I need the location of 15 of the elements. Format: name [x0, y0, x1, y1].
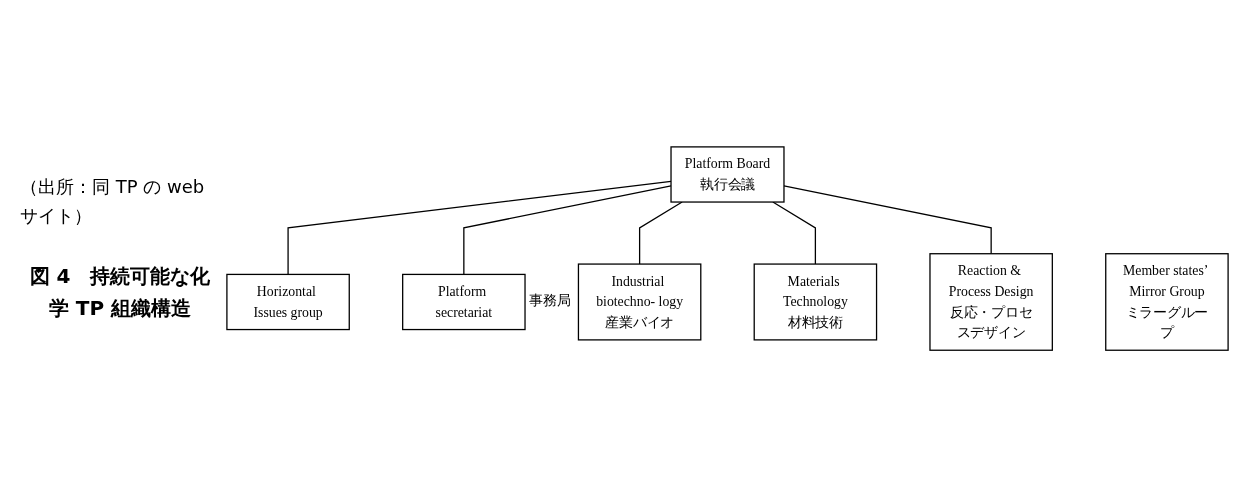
node-box: Horizontal Issues group	[226, 273, 350, 331]
connector	[463, 185, 672, 275]
node-box: Platform Board 執行会議	[670, 146, 785, 203]
connector	[287, 180, 672, 275]
node-box: Reaction & Process Design 反応・プロセスデザイン	[929, 253, 1053, 351]
node-box: Member states’ Mirror Group ミラーグループ	[1105, 253, 1229, 351]
source-note: （出所：同 TP の web サイト）	[20, 174, 206, 228]
node-box: Materials Technology 材料技術	[753, 263, 878, 341]
figure-caption: 図 4 持続可能な化学 TP 組織構造	[28, 263, 212, 323]
connector	[638, 201, 683, 265]
node-box: Industrial biotechno- logy 産業バイオ	[577, 263, 702, 341]
node-note: 事務局	[529, 291, 571, 310]
connector	[772, 201, 817, 265]
node-box: Platform secretariat	[402, 273, 526, 331]
connector	[783, 185, 992, 255]
